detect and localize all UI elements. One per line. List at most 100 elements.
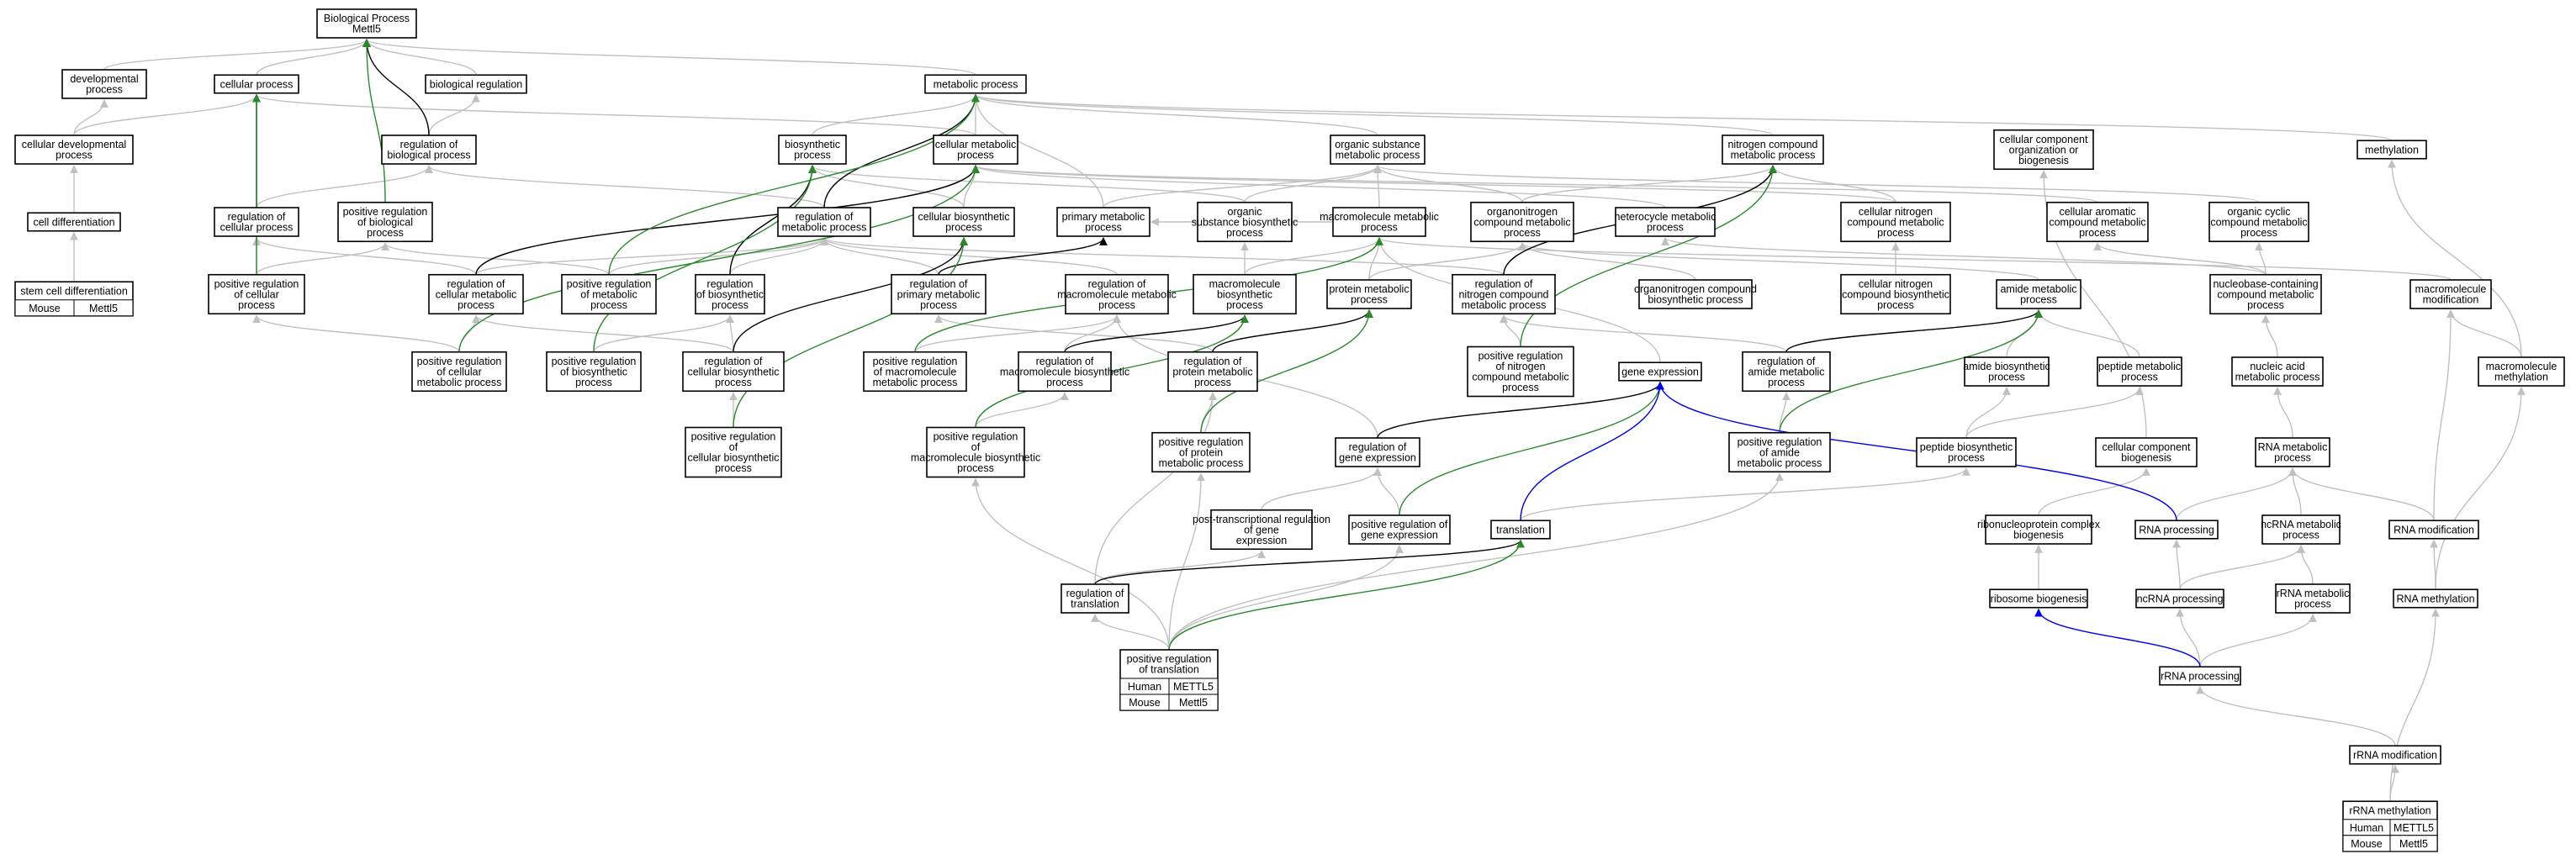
edge-positive-regulation-of-biosynthetic-process-to-biosynthetic-process <box>593 165 817 352</box>
go-term-cell-differentiation[interactable]: cell differentiation <box>27 212 121 232</box>
term-box <box>926 426 1025 478</box>
edge-post-transcriptional-regulation-of-gene-expression-to-regulation-of-gene-expression <box>1261 467 1382 510</box>
term-label-line: gene expression <box>1339 452 1416 464</box>
go-term-metabolic-process[interactable]: metabolic process <box>924 74 1027 94</box>
term-box <box>2388 520 2479 540</box>
go-term-methylation[interactable]: methylation <box>2356 140 2427 160</box>
term-label-line: metabolic process <box>2235 372 2320 383</box>
term-label-line: process <box>2294 599 2331 610</box>
term-label-line: macromolecule <box>1209 278 1281 290</box>
edge-cellular-developmental-process-to-developmental-process <box>73 99 108 136</box>
term-label-line: ncRNA metabolic <box>2261 519 2341 530</box>
go-term-rrna-modification[interactable]: rRNA modification <box>2349 745 2441 765</box>
go-term-gene-expression[interactable]: gene expression <box>1618 361 1702 382</box>
go-term-biological-regulation[interactable]: biological regulation <box>425 74 527 94</box>
term-label-line: heterocycle metabolic <box>1615 211 1716 223</box>
term-label-line: of <box>971 441 981 453</box>
term-label-line: rRNA metabolic <box>2277 588 2350 599</box>
go-term-ribosome-biogenesis[interactable]: ribosome biogenesis <box>1989 588 2088 609</box>
term-label-line: post-transcriptional regulation <box>1193 514 1330 525</box>
go-term-rna-processing[interactable]: RNA processing <box>2134 520 2219 540</box>
term-label-line: compound metabolic <box>2217 288 2314 300</box>
go-term-rna-modification[interactable]: RNA modification <box>2388 520 2479 540</box>
term-box <box>2393 588 2478 609</box>
term-label-line: metabolic process <box>1738 457 1822 469</box>
term-label-line: process <box>920 299 957 311</box>
term-box <box>1615 207 1716 237</box>
go-term-translation[interactable]: translation <box>1490 520 1551 540</box>
go-term-cellular-process[interactable]: cellular process <box>214 74 299 94</box>
go-term-rna-methylation[interactable]: RNA methylation <box>2393 588 2478 609</box>
term-label-line: process <box>945 222 982 234</box>
edge-regulation-of-translation-to-post-transcriptional-regulation-of-gene-expression <box>1094 550 1266 585</box>
go-term-ncrna-processing[interactable]: ncRNA processing <box>2135 588 2224 609</box>
go-term-rrna-processing[interactable]: rRNA processing <box>2159 666 2241 686</box>
